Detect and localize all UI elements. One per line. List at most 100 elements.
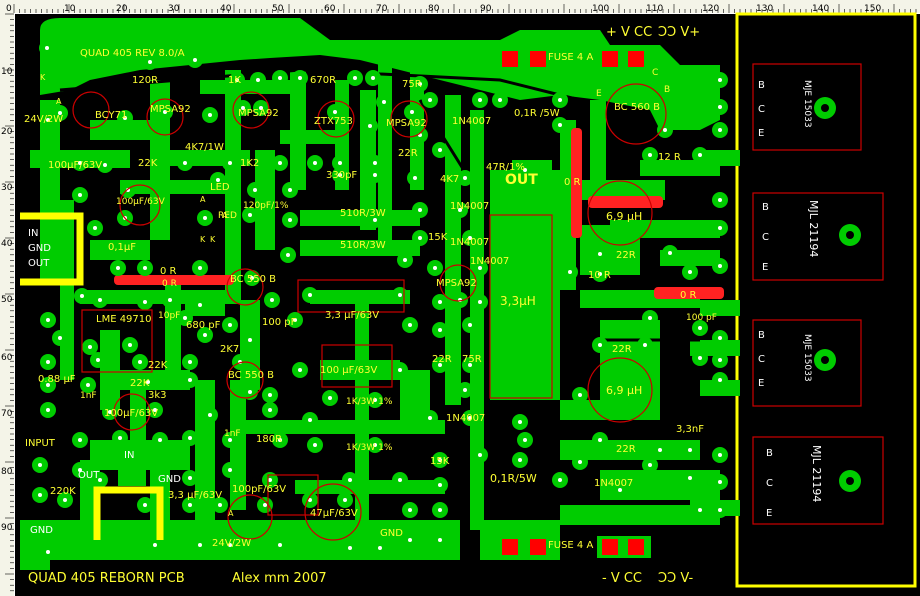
pad-hole — [198, 303, 202, 307]
svg-text:B: B — [758, 330, 765, 341]
part-label-r22r_c: 22R — [432, 354, 452, 365]
pad-hole — [203, 333, 207, 337]
solder-pads — [32, 40, 728, 560]
pad-hole — [643, 343, 647, 347]
board-author: Alex mm 2007 — [232, 571, 327, 586]
svg-text:B: B — [762, 202, 769, 213]
output-label: OUT — [505, 172, 538, 188]
pad-hole — [718, 508, 722, 512]
pad-hole — [338, 161, 342, 165]
ruler-top-90: 90 — [480, 4, 492, 14]
pad-hole — [463, 388, 467, 392]
part-label-r10r: 10 R — [588, 270, 611, 281]
part-label-k_c: K — [210, 235, 216, 244]
pad-hole — [338, 173, 342, 177]
pad-hole — [648, 463, 652, 467]
part-label-red: RED — [218, 211, 237, 221]
ruler-top-140: 140 — [812, 4, 829, 14]
svg-text:E: E — [766, 508, 772, 519]
pad-hole — [250, 276, 254, 280]
pad-hole — [228, 543, 232, 547]
pad-hole — [108, 410, 112, 414]
pad-hole — [46, 550, 50, 554]
board-title-bottom: QUAD 405 REBORN PCB — [28, 571, 185, 586]
pad-hole — [373, 443, 377, 447]
part-label-a_c: A — [222, 211, 228, 220]
pad-hole — [228, 438, 232, 442]
part-label-b_l: B — [664, 85, 670, 95]
pad-hole — [718, 78, 722, 82]
pad-hole — [578, 460, 582, 464]
pad-hole — [408, 538, 412, 542]
part-label-r3k3: 3k3 — [148, 390, 167, 401]
pad-hole — [286, 253, 290, 257]
pad-hole — [478, 453, 482, 457]
pad-hole — [438, 300, 442, 304]
part-label-a_b: A — [200, 195, 206, 204]
part-label-a_a: A — [56, 97, 62, 106]
pad-hole — [123, 116, 127, 120]
pad-hole — [408, 323, 412, 327]
pad-hole — [598, 252, 602, 256]
part-label-k_b: K — [200, 235, 206, 244]
pad-hole — [183, 316, 187, 320]
pad-hole — [103, 163, 107, 167]
pad-hole — [259, 106, 263, 110]
pad-hole — [478, 300, 482, 304]
part-label-r22kc: 22K — [130, 378, 150, 389]
pad-hole — [228, 323, 232, 327]
part-label-r510a: 510R/3W — [340, 208, 386, 219]
io-out-label: OUT — [28, 258, 50, 269]
ruler-top-110: 110 — [646, 4, 663, 14]
part-label-c120p: 120pF/1% — [243, 201, 289, 211]
pad-hole — [718, 128, 722, 132]
pad-hole — [518, 458, 522, 462]
svg-text:C: C — [766, 478, 773, 489]
pad-hole — [378, 546, 382, 550]
ruler-left-70: 70 — [1, 409, 13, 419]
pad-hole — [183, 161, 187, 165]
component-outlines — [72, 83, 667, 541]
part-label-d1n4007e: 1N4007 — [446, 413, 485, 424]
pad-hole — [418, 82, 422, 86]
pad-hole — [433, 266, 437, 270]
pad-hole — [478, 266, 482, 270]
pad-hole — [193, 58, 197, 62]
ruler-top-80: 80 — [428, 4, 440, 14]
part-label-r1k3b: 1K/3W 1% — [346, 443, 393, 453]
pad-hole — [658, 448, 662, 452]
io-in-label: IN — [28, 228, 38, 239]
part-label-d1n4007c: 1N4007 — [450, 237, 489, 248]
part-label-r22r_e: 22R — [616, 444, 636, 455]
pad-hole — [408, 508, 412, 512]
pad-hole — [278, 543, 282, 547]
pad-hole — [188, 378, 192, 382]
part-label-c1nf_b: 1nF — [224, 429, 241, 439]
part-label-z24a: 24V/2W — [24, 114, 63, 125]
ruler-top-70: 70 — [376, 4, 388, 14]
pad-hole — [688, 270, 692, 274]
pad-hole — [158, 438, 162, 442]
ruler-top-150: 150 — [864, 4, 881, 14]
pad-hole — [278, 76, 282, 80]
part-label-c_l: C — [652, 68, 658, 78]
vcc-negative-mirror: ƆƆ V- — [658, 571, 694, 586]
pad-hole — [438, 538, 442, 542]
pad-hole — [688, 448, 692, 452]
pad-hole — [80, 294, 84, 298]
pad-hole — [298, 368, 302, 372]
pad-hole — [328, 396, 332, 400]
part-label-mpsa92c: MPSA92 — [386, 118, 427, 129]
pad-hole — [348, 546, 352, 550]
pad-hole — [203, 216, 207, 220]
connector-frames — [20, 212, 164, 540]
pad-hole — [38, 493, 42, 497]
pad-hole — [438, 328, 442, 332]
part-label-bcy71: BCY71 — [95, 110, 127, 121]
pad-hole — [718, 453, 722, 457]
svg-text:B: B — [766, 448, 773, 459]
pad-hole — [438, 458, 442, 462]
vcc-negative-label: - V CC — [602, 571, 642, 586]
pad-hole — [96, 358, 100, 362]
